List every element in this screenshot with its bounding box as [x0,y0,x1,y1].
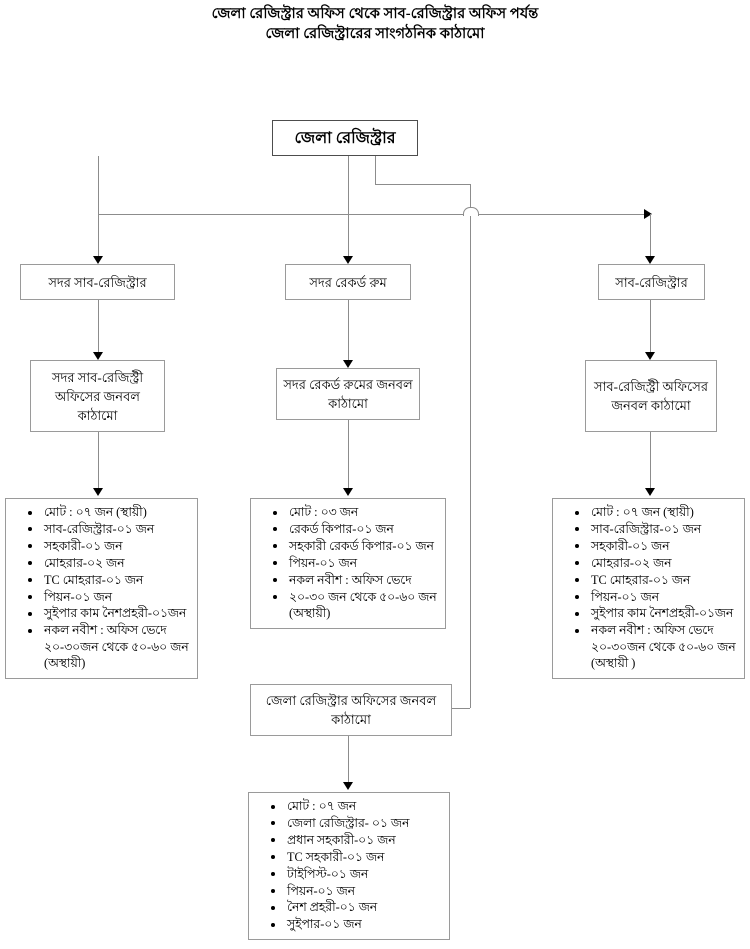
node-district-registrar-office-structure[interactable]: জেলা রেজিস্ট্রার অফিসের জনবল কাঠামো [250,684,452,736]
list-item: ২০-৩০ জন থেকে ৫০-৬০ জন (অস্থায়ী) [273,589,441,622]
list-item: পিয়ন-০১ জন [273,555,441,571]
arrow-middle-structure [343,360,353,368]
node-sadar-sub-registry-structure[interactable]: সদর সাব-রেজিস্ট্রী অফিসের জনবল কাঠামো [30,360,165,432]
connector-office-vertical [470,184,471,708]
connector-left-down-3 [98,432,99,492]
list-item: প্রধান সহকারী-০১ জন [271,832,445,848]
page-title: জেলা রেজিস্ট্রার অফিস থেকে সাব-রেজিস্ট্র… [0,4,750,44]
connector-distribution-bar [98,214,650,215]
list-item: নকল নবীশ : অফিস ভেদে ২০-৩০জন থেকে ৫০-৬০ … [575,622,740,671]
arrow-right-bar-end [644,209,652,219]
list-item: পিয়ন-০১ জন [575,589,740,605]
node-sadar-record-room-structure[interactable]: সদর রেকর্ড রুমের জনবল কাঠামো [276,368,420,420]
connector-middle-down-2 [348,300,349,364]
page-title-line-2: জেলা রেজিস্ট্রারের সাংগঠনিক কাঠামো [265,26,485,42]
node-sub-registrar[interactable]: সাব-রেজিস্ট্রার [598,264,705,300]
node-sadar-record-room[interactable]: সদর রেকর্ড রুম [285,264,411,300]
arrow-middle-head [343,256,353,264]
connector-left-down-1 [98,214,99,260]
list-item: মোট : ০৭ জন (স্থায়ী) [28,504,193,520]
node-sadar-record-room-label: সদর রেকর্ড রুম [309,274,387,290]
list-item: পিয়ন-০১ জন [28,589,193,605]
page-title-line-1: জেলা রেজিস্ট্রার অফিস থেকে সাব-রেজিস্ট্র… [211,6,539,22]
arrow-right-list [645,488,655,496]
connector-office-into-box [452,708,470,709]
list-item: TC মোহরার-০১ জন [28,572,193,588]
list-item: জেলা রেজিস্ট্রার- ০১ জন [271,815,445,831]
connector-line-hop [463,207,479,216]
node-sadar-sub-registrar[interactable]: সদর সাব-রেজিস্ট্রার [20,264,175,300]
list-sadar-record-room-staff: মোট : ০৩ জন রেকর্ড কিপার-০১ জন সহকারী রে… [250,498,446,629]
node-sadar-record-room-structure-label: সদর রেকর্ড রুমের জনবল কাঠামো [283,377,413,411]
arrow-right-head [645,256,655,264]
connector-office-stem-right [375,184,471,185]
list-sadar-sub-registry-staff-items: মোট : ০৭ জন (স্থায়ী) সাব-রেজিস্ট্রার-০১… [10,504,193,672]
list-item: সহকারী-০১ জন [28,538,193,554]
list-sub-registry-staff-items: মোট : ০৭ জন (স্থায়ী) সাব-রেজিস্ট্রার-০১… [557,504,740,672]
connector-right-down-2 [650,300,651,356]
list-item: মোট : ০৩ জন [273,504,441,520]
list-item: সুইপার কাম নৈশপ্রহরী-০১জন [28,605,193,621]
node-district-registrar-label: জেলা রেজিস্ট্রার [294,129,396,147]
node-district-registrar[interactable]: জেলা রেজিস্ট্রার [272,120,418,156]
list-district-registrar-office-staff-items: মোট : ০৭ জন জেলা রেজিস্ট্রার- ০১ জন প্রধ… [253,798,445,933]
list-item: TC মোহরার-০১ জন [575,572,740,588]
arrow-office-list [343,782,353,790]
connector-office-stem-down [375,156,376,184]
list-sadar-sub-registry-staff: মোট : ০৭ জন (স্থায়ী) সাব-রেজিস্ট্রার-০১… [5,498,198,680]
node-sadar-sub-registry-structure-label: সদর সাব-রেজিস্ট্রী অফিসের জনবল কাঠামো [51,369,144,423]
node-sub-registry-structure-label: সাব-রেজিস্ট্রী অফিসের জনবল কাঠামো [594,379,708,413]
list-item: মোট : ০৭ জন [271,798,445,814]
list-item: সহকারী রেকর্ড কিপার-০১ জন [273,538,441,554]
list-item: নকল নবীশ : অফিস ভেদে ২০-৩০জন থেকে ৫০-৬০ … [28,622,193,671]
node-district-registrar-office-structure-label: জেলা রেজিস্ট্রার অফিসের জনবল কাঠামো [265,693,437,727]
list-sadar-record-room-staff-items: মোট : ০৩ জন রেকর্ড কিপার-০১ জন সহকারী রে… [255,504,441,621]
connector-root-stem-middle [348,156,349,214]
list-item: TC সহকারী-০১ জন [271,849,445,865]
node-sadar-sub-registrar-label: সদর সাব-রেজিস্ট্রার [48,274,147,290]
list-item: মোট : ০৭ জন (স্থায়ী) [575,504,740,520]
arrow-right-structure [645,352,655,360]
arrow-left-list [93,488,103,496]
node-sub-registry-structure[interactable]: সাব-রেজিস্ট্রী অফিসের জনবল কাঠামো [585,360,717,432]
list-district-registrar-office-staff: মোট : ০৭ জন জেলা রেজিস্ট্রার- ০১ জন প্রধ… [248,792,450,941]
arrow-middle-list [343,488,353,496]
connector-root-stem-left [98,156,99,214]
list-item: নৈশ প্রহরী-০১ জন [271,899,445,915]
arrow-left-head [93,256,103,264]
list-item: মোহরার-০২ জন [28,555,193,571]
list-item: পিয়ন-০১ জন [271,883,445,899]
list-item: সুইপার-০১ জন [271,916,445,932]
arrow-left-structure [93,352,103,360]
list-item: টাইপিস্ট-০১ জন [271,866,445,882]
list-item: সুইপার কাম নৈশপ্রহরী-০১জন [575,605,740,621]
node-sub-registrar-label: সাব-রেজিস্ট্রার [615,274,688,290]
connector-left-down-2 [98,300,99,356]
list-item: সাব-রেজিস্ট্রার-০১ জন [575,521,740,537]
list-sub-registry-staff: মোট : ০৭ জন (স্থায়ী) সাব-রেজিস্ট্রার-০১… [552,498,745,680]
list-item: সহকারী-০১ জন [575,538,740,554]
connector-middle-down-1 [348,214,349,260]
list-item: সাব-রেজিস্ট্রার-০১ জন [28,521,193,537]
connector-office-down [348,736,349,786]
connector-middle-down-3 [348,420,349,492]
connector-right-down-3 [650,432,651,492]
list-item: মোহরার-০২ জন [575,555,740,571]
list-item: রেকর্ড কিপার-০১ জন [273,521,441,537]
connector-right-down-1 [650,214,651,260]
list-item: নকল নবীশ : অফিস ভেদে [273,572,441,588]
